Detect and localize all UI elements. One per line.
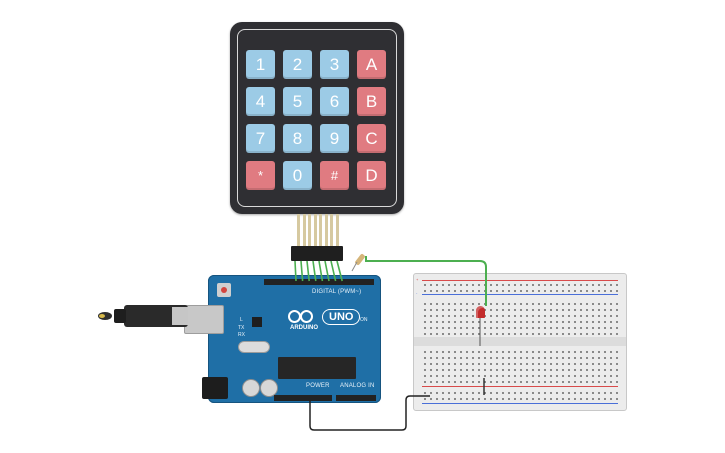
center-channel bbox=[414, 337, 626, 346]
power-jack[interactable] bbox=[202, 377, 228, 399]
top-rail-positive bbox=[422, 280, 618, 281]
rail-minus-label: - bbox=[416, 290, 419, 295]
rail-plus-label: + bbox=[416, 277, 420, 282]
bottom-rail-positive bbox=[422, 386, 618, 387]
led-l-label: L bbox=[240, 317, 243, 323]
reset-button[interactable] bbox=[217, 283, 231, 297]
keypad-border bbox=[237, 29, 397, 207]
ribbon-wire bbox=[330, 214, 333, 248]
bottom-rail-negative bbox=[422, 403, 618, 404]
capacitor bbox=[260, 379, 278, 397]
key-4[interactable]: 4 bbox=[246, 87, 275, 116]
power-label: POWER bbox=[306, 383, 330, 389]
rx-label: RX bbox=[238, 332, 245, 338]
bottom-rail-holes[interactable] bbox=[422, 390, 618, 400]
top-rail-holes[interactable] bbox=[422, 282, 618, 292]
usb-port[interactable] bbox=[184, 305, 224, 334]
lower-terminal-holes[interactable] bbox=[422, 349, 618, 383]
top-rail-negative bbox=[422, 294, 618, 295]
key-1[interactable]: 1 bbox=[246, 50, 275, 79]
key-3[interactable]: 3 bbox=[320, 50, 349, 79]
infinity-icon bbox=[288, 310, 318, 324]
breadboard[interactable]: + - bbox=[413, 273, 627, 411]
key-0[interactable]: 0 bbox=[283, 161, 312, 190]
ribbon-wire bbox=[308, 214, 311, 248]
key-b[interactable]: B bbox=[357, 87, 386, 116]
crystal-oscillator bbox=[238, 341, 270, 353]
usb-chip bbox=[252, 317, 262, 327]
key-5[interactable]: 5 bbox=[283, 87, 312, 116]
digital-label: DIGITAL (PWM~) bbox=[312, 289, 362, 295]
key-c[interactable]: C bbox=[357, 124, 386, 153]
key-hash[interactable]: # bbox=[320, 161, 349, 190]
key-star[interactable]: * bbox=[246, 161, 275, 190]
on-label: ON bbox=[360, 317, 368, 323]
keypad-ribbon-cable bbox=[293, 214, 341, 248]
key-8[interactable]: 8 bbox=[283, 124, 312, 153]
ribbon-wire bbox=[297, 214, 300, 248]
capacitor bbox=[242, 379, 260, 397]
ribbon-wire bbox=[319, 214, 322, 248]
key-6[interactable]: 6 bbox=[320, 87, 349, 116]
key-d[interactable]: D bbox=[357, 161, 386, 190]
uno-badge: UNO bbox=[322, 309, 361, 325]
keypad-connector[interactable] bbox=[291, 246, 343, 261]
key-7[interactable]: 7 bbox=[246, 124, 275, 153]
key-a[interactable]: A bbox=[357, 50, 386, 79]
upper-terminal-holes[interactable] bbox=[422, 301, 618, 335]
power-header[interactable] bbox=[274, 395, 332, 401]
ribbon-wire bbox=[313, 214, 317, 248]
arduino-uno-board[interactable]: DIGITAL (PWM~) L TX RX UNO ARDUINO ON PO… bbox=[184, 275, 381, 403]
key-2[interactable]: 2 bbox=[283, 50, 312, 79]
tx-label: TX bbox=[238, 325, 245, 331]
ribbon-wire bbox=[302, 214, 306, 248]
ribbon-wire bbox=[324, 214, 328, 248]
ribbon-wire bbox=[335, 214, 339, 248]
analog-label: ANALOG IN bbox=[340, 383, 375, 389]
brand-label: ARDUINO bbox=[290, 325, 318, 331]
key-9[interactable]: 9 bbox=[320, 124, 349, 153]
digital-header[interactable] bbox=[264, 279, 374, 285]
atmega-chip bbox=[278, 357, 356, 379]
red-led[interactable] bbox=[476, 306, 485, 318]
arduino-logo: UNO bbox=[288, 309, 361, 325]
